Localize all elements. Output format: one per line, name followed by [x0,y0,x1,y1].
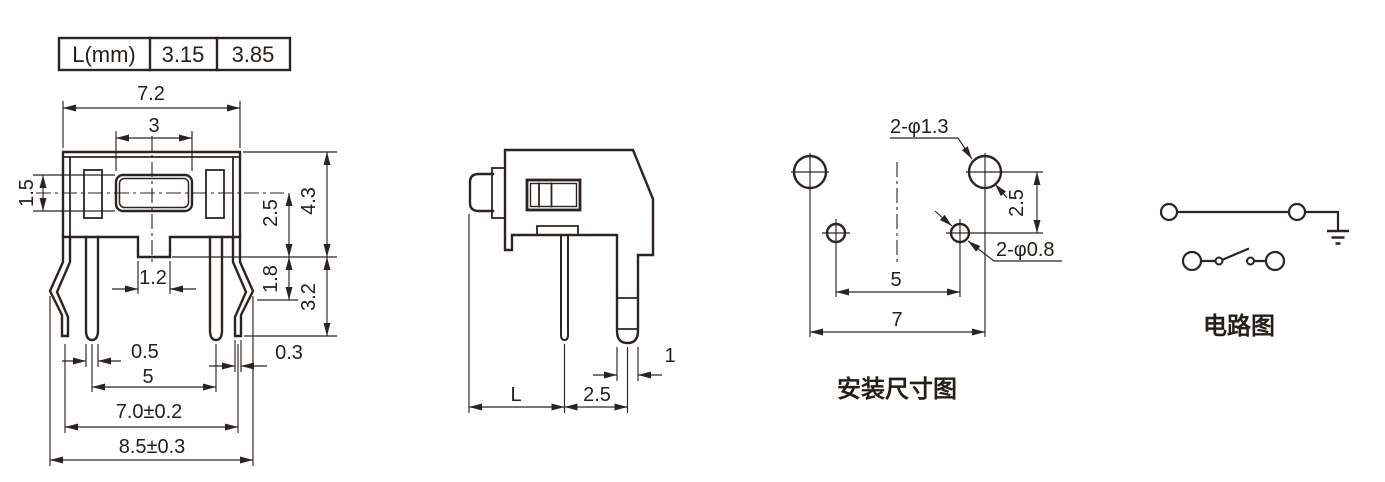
dimension-table: L(mm) 3.15 3.85 [57,36,292,72]
front-left-clip [48,235,72,338]
ext-7-0 [64,344,239,433]
dim-L: L [510,384,521,406]
front-left-window [83,169,103,219]
dim-mount-5: 5 [890,269,901,291]
switch-contact-left [1214,256,1224,266]
label-large-holes: 2-φ1.3 [890,116,949,138]
table-value-2: 3.85 [232,42,275,67]
side-view: L 2.5 1 [468,148,676,413]
table-border [57,36,292,72]
ext-L [468,214,566,413]
front-left-pin [84,235,100,342]
switch-contact-right [1246,256,1255,266]
circuit-terminal-bottom-right [1264,250,1286,272]
table-cell-dividers [148,36,219,72]
front-right-pin [208,235,224,342]
dim-5: 5 [142,366,153,388]
circuit-caption: 电路图 [1203,312,1275,340]
leader-small-2 [934,210,953,227]
circuit-view: 电路图 [1159,202,1349,340]
dim-2-5-side: 2.5 [583,384,611,406]
label-small-holes: 2-φ0.8 [996,239,1055,261]
front-right-clip [231,235,255,338]
table-value-1: 3.15 [162,42,205,67]
dim-3: 3 [148,115,159,137]
leader-large-2 [994,183,1008,199]
dim-4-3: 4.3 [298,187,320,215]
dim-1-2: 1.2 [139,267,167,289]
leader-large-1 [957,137,973,160]
dim-3-2: 3.2 [298,283,320,311]
side-pin-joint-lines [616,297,639,330]
switch-lever [1222,247,1250,261]
circuit-top-wire [1177,210,1340,231]
leader-small-1 [967,240,995,262]
side-bottom-tab [536,225,579,236]
dim-1-5: 1.5 [16,179,38,207]
dim-0-5: 0.5 [131,341,159,363]
dim-8-5: 8.5±0.3 [119,436,186,458]
dim-1: 1 [664,345,675,367]
front-right-window [205,169,225,219]
mounting-view: 2-φ1.3 2-φ0.8 2.5 5 7 安装尺寸图 [791,116,1062,403]
ground-icon [1327,229,1349,245]
side-thin-pin [560,235,569,342]
dim-7-0: 7.0±0.2 [116,401,183,423]
ext-right-refs [172,151,337,337]
circuit-terminal-top-right [1287,202,1307,222]
side-window-dividers [538,182,553,208]
dim-0-3: 0.3 [275,342,303,364]
dim-mount-2-5: 2.5 [1006,189,1028,217]
side-window-inner [529,182,578,208]
front-body-outline [61,150,242,259]
table-header-label: L(mm) [72,42,136,67]
side-window-outer [525,178,582,212]
dim-7-2: 7.2 [137,83,165,105]
side-body-outline [503,148,655,345]
dim-1-8: 1.8 [260,265,282,293]
ext-1-5 [33,174,115,212]
front-body-inner-walls [69,156,234,238]
circuit-terminal-top-left [1159,202,1179,222]
ext-8-5 [49,296,254,466]
mount-hole-centerlines [791,153,1043,337]
front-view: 7.2 3 1.5 2.5 4.3 1.8 3.2 1.2 0.5 [16,83,337,466]
mounting-caption: 安装尺寸图 [837,375,957,403]
dim-mount-7: 7 [891,309,902,331]
dim-2-5: 2.5 [260,199,282,227]
side-button-stem [491,167,506,219]
side-button-cap [468,172,495,213]
circuit-terminal-bottom-left [1181,250,1203,272]
